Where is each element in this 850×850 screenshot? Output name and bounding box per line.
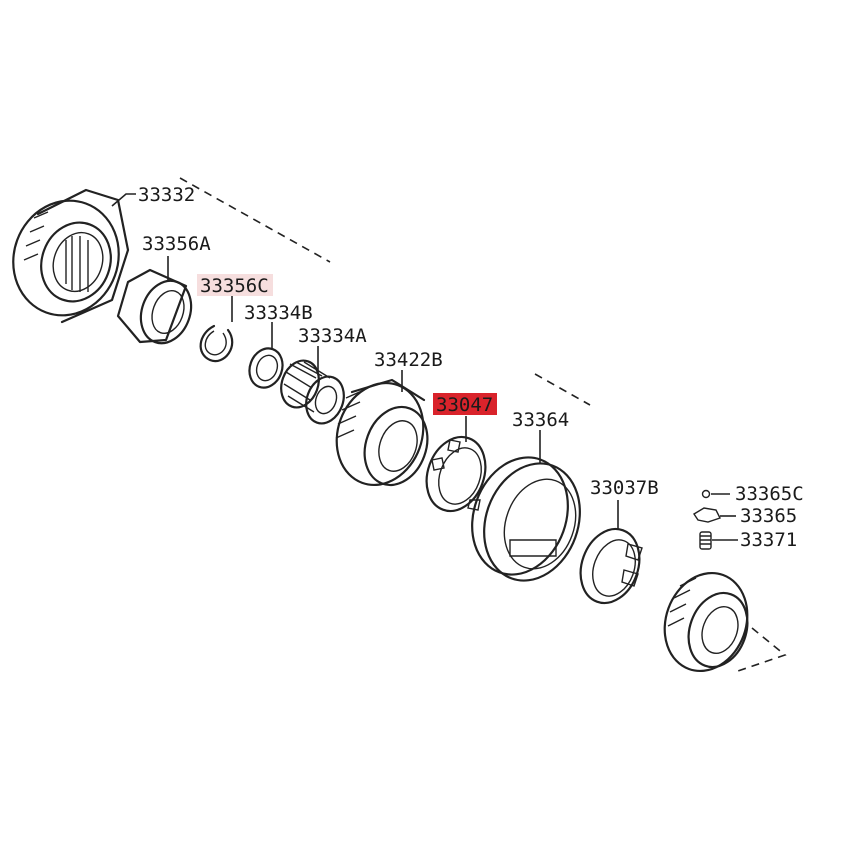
- highlight-33356C: [197, 274, 273, 296]
- snap-ring-33356C[interactable]: [199, 324, 234, 363]
- hub-sleeve-33364[interactable]: [456, 444, 595, 594]
- part-label-33365C[interactable]: 33365C: [735, 483, 804, 505]
- leader-33332: [111, 193, 136, 207]
- part-label-33422B[interactable]: 33422B: [374, 349, 443, 371]
- highlight-33047: [433, 393, 497, 415]
- gear-33332[interactable]: [0, 186, 135, 331]
- sleeve-33356A[interactable]: [116, 268, 199, 350]
- part-label-33364[interactable]: 33364: [512, 409, 569, 431]
- washer-33334B[interactable]: [244, 344, 288, 393]
- part-label-33334B[interactable]: 33334B: [244, 302, 313, 324]
- spring-33371[interactable]: [699, 531, 712, 550]
- part-label-33047[interactable]: 33047: [436, 394, 493, 416]
- synchronizer-ring-33047[interactable]: [417, 429, 496, 520]
- gear-33422B[interactable]: [323, 371, 438, 497]
- part-label-33037B[interactable]: 33037B: [590, 477, 659, 499]
- ball-33365C[interactable]: [701, 489, 711, 499]
- part-label-33356A[interactable]: 33356A: [142, 233, 211, 255]
- part-label-33334A[interactable]: 33334A: [298, 325, 367, 347]
- synchronizer-ring-33037B[interactable]: [571, 521, 650, 612]
- shifting-key-33365[interactable]: [693, 507, 721, 523]
- axis-line-middle: [534, 373, 591, 406]
- gear-bottom[interactable]: [651, 561, 760, 682]
- part-label-33356C[interactable]: 33356C: [200, 275, 269, 297]
- axis-line-top: [179, 177, 331, 263]
- axis-line-bottom: [734, 627, 787, 673]
- needle-bearing-33334A[interactable]: [275, 355, 350, 428]
- part-label-33371[interactable]: 33371: [740, 529, 797, 551]
- part-label-33365[interactable]: 33365: [740, 505, 797, 527]
- part-label-33332[interactable]: 33332: [138, 184, 195, 206]
